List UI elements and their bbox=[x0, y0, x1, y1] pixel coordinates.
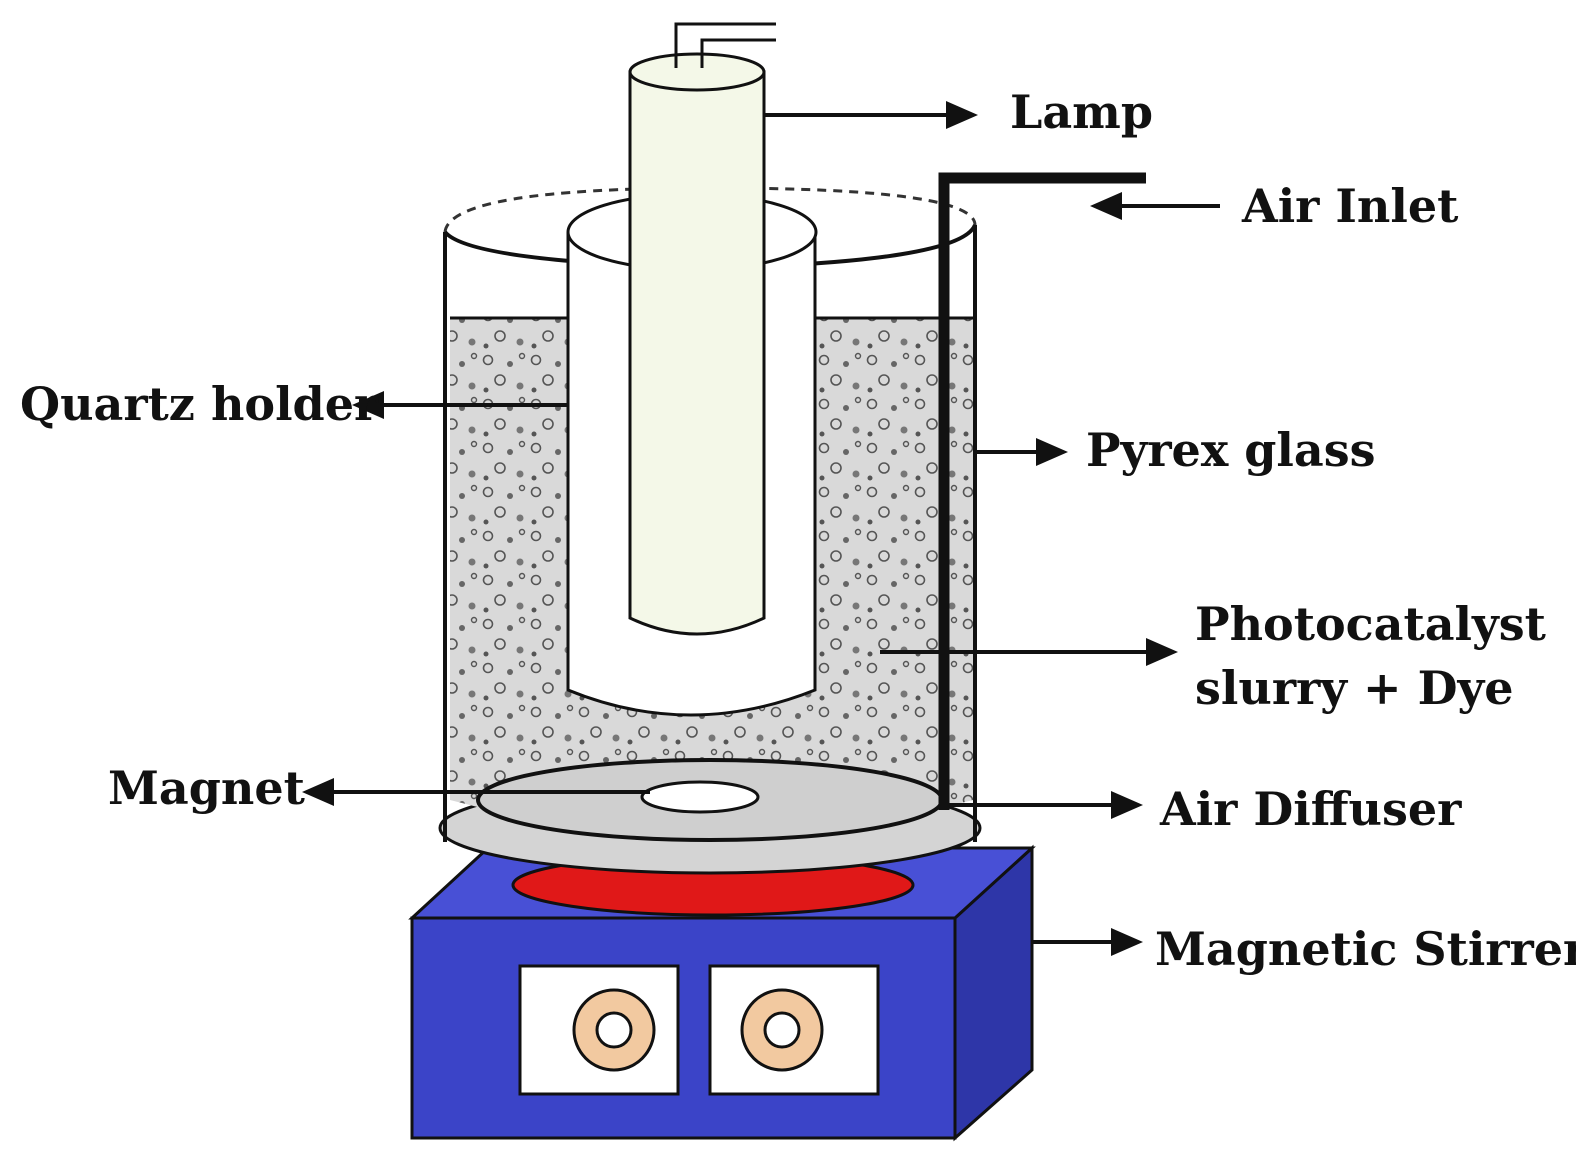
magnetic-stirrer bbox=[408, 844, 1036, 1142]
stir-bar bbox=[476, 758, 944, 842]
label-photocatalyst-line1: Photocatalyst bbox=[1195, 597, 1547, 651]
label-air-inlet: Air Inlet bbox=[1241, 179, 1459, 233]
label-lamp: Lamp bbox=[1010, 85, 1153, 139]
label-magnet: Magnet bbox=[108, 761, 306, 815]
air-inlet-tube bbox=[938, 172, 1146, 810]
callout-arrows bbox=[302, 101, 1220, 956]
label-quartz-holder: Quartz holder bbox=[20, 377, 379, 431]
label-air-diffuser: Air Diffuser bbox=[1159, 782, 1462, 836]
knob-icon[interactable] bbox=[572, 988, 656, 1072]
lamp bbox=[628, 22, 776, 636]
label-pyrex-glass: Pyrex glass bbox=[1086, 423, 1376, 477]
label-photocatalyst-line2: slurry + Dye bbox=[1195, 661, 1513, 715]
label-magnetic-stirrer: Magnetic Stirrer bbox=[1155, 922, 1576, 976]
knob-icon[interactable] bbox=[740, 988, 824, 1072]
